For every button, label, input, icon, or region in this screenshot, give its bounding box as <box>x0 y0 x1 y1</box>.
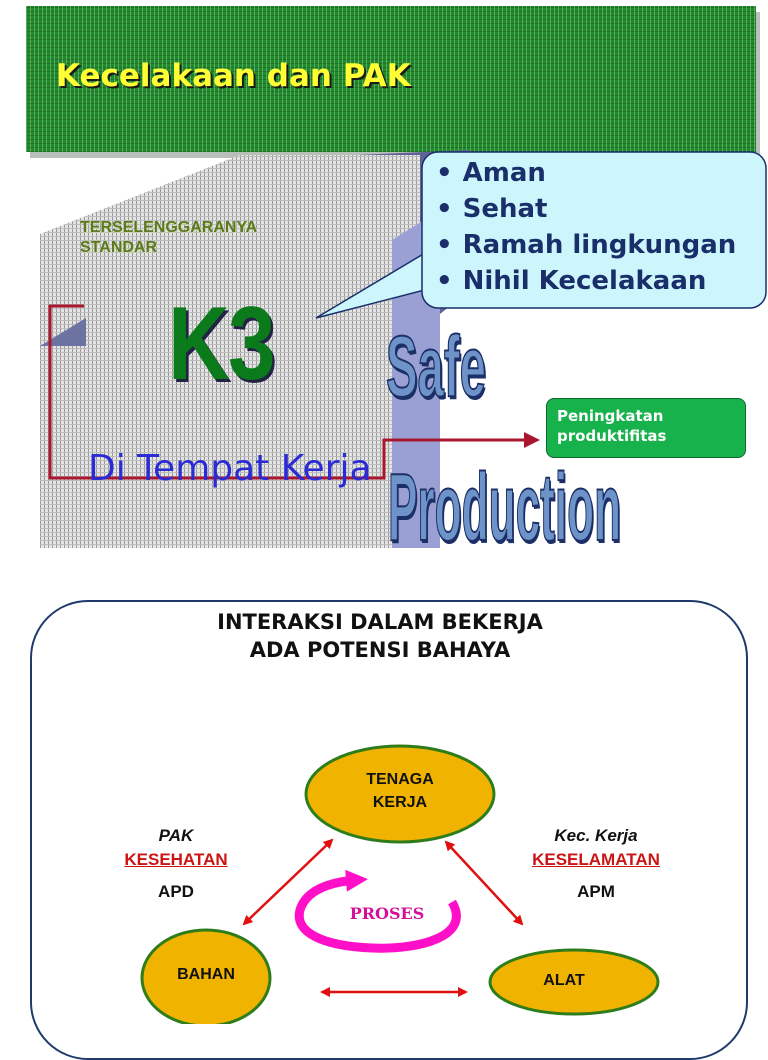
node-tenaga-kerja <box>304 744 496 844</box>
bubble-item: Sehat <box>436 191 736 227</box>
panel-title: INTERAKSI DALAM BEKERJA ADA POTENSI BAHA… <box>217 610 543 662</box>
node-bahan <box>140 928 272 1024</box>
pak-label: PAK <box>158 826 194 845</box>
left-labels: PAK KESEHATAN APD <box>96 824 256 904</box>
kec-kerja-label: Kec. Kerja <box>554 826 638 845</box>
node-tenaga-label: TENAGA KERJA <box>366 771 434 811</box>
productivity-box: Peningkatan produktifitas <box>546 398 746 458</box>
title-banner <box>26 6 756 152</box>
node-alat-label: ALAT <box>543 972 585 989</box>
standard-label: TERSELENGGARANYA STANDAR <box>80 219 258 256</box>
node-bahan-label: BAHAN <box>177 966 235 983</box>
kesehatan-label: KESEHATAN <box>124 850 228 869</box>
process-diagram <box>140 744 660 1024</box>
bubble-item: Aman <box>436 155 736 191</box>
red-arrowhead <box>524 432 540 448</box>
apd-label: APD <box>158 882 194 901</box>
bubble-item: Ramah lingkungan <box>436 227 737 263</box>
k3-heading: K3 <box>168 286 275 402</box>
production-wordart: Production <box>388 454 622 561</box>
arrow-tenaga-alat <box>444 840 524 926</box>
node-alat <box>488 948 660 1016</box>
red-connector <box>48 304 524 480</box>
proses-label: PROSES <box>349 904 425 923</box>
bubble-list: Aman Sehat Ramah lingkungan Nihil Kecela… <box>436 155 737 299</box>
apm-label: APM <box>577 882 615 901</box>
house-illustration <box>40 150 767 548</box>
bubble-item: Nihil Kecelakaan <box>436 263 736 299</box>
keselamatan-label: KESELAMATAN <box>532 850 660 869</box>
workplace-label: Di Tempat Kerja <box>88 448 372 489</box>
proses-cycle <box>294 869 461 953</box>
arrow-bahan-tenaga <box>242 838 334 926</box>
right-labels: Kec. Kerja KESELAMATAN APM <box>506 824 686 904</box>
slide-title: Kecelakaan dan PAK <box>56 58 411 94</box>
safe-wordart: Safe <box>385 319 486 415</box>
house-front <box>40 155 420 548</box>
